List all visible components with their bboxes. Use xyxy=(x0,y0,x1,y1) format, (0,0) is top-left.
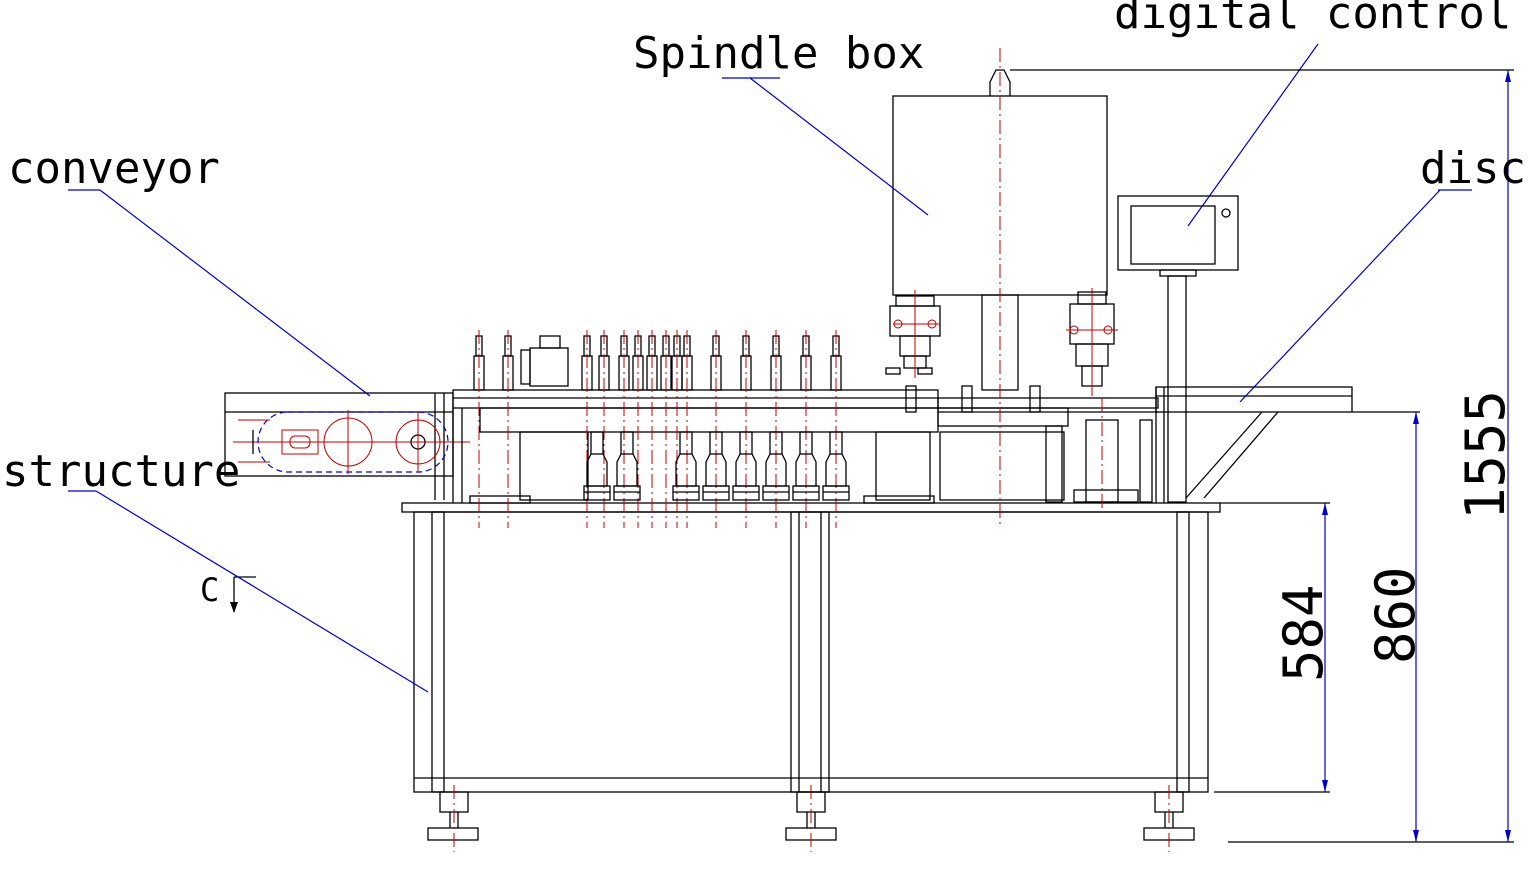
section-mark-label: C xyxy=(200,571,219,609)
spindle-rod xyxy=(502,330,514,528)
bottle-holder xyxy=(792,431,820,501)
spindle-rod xyxy=(740,330,752,528)
spindle-rod xyxy=(618,330,630,528)
spindle-rod xyxy=(632,330,644,528)
capping-head-right xyxy=(1066,288,1139,512)
bottle-holder xyxy=(762,431,790,501)
leader-lines xyxy=(68,43,1472,693)
spindle-rod xyxy=(770,330,782,528)
spindle-box-label: Spindle box xyxy=(633,28,924,79)
spindle-box xyxy=(892,48,1108,528)
dimension-table-height: 584 xyxy=(1272,584,1335,682)
dimension-overall-height: 1555 xyxy=(1454,390,1517,520)
capping-head-left xyxy=(885,290,941,378)
control-screen xyxy=(1117,195,1239,503)
spindle-rod xyxy=(830,330,842,528)
carriage-motor xyxy=(520,335,569,387)
section-mark: C xyxy=(200,571,256,613)
spindle-rod xyxy=(598,330,610,528)
spindle-rod xyxy=(800,330,812,528)
dimension-lines xyxy=(1010,69,1514,843)
column-posts xyxy=(905,385,1153,503)
bottle-holder xyxy=(613,431,641,501)
bottle-holder xyxy=(583,431,611,501)
disc-label: disc xyxy=(1420,143,1526,194)
dimension-disc-height: 860 xyxy=(1364,566,1427,664)
spindle-rod xyxy=(710,330,722,528)
bottle-holder xyxy=(732,431,760,501)
spindle-rod xyxy=(473,330,485,528)
spindle-rod xyxy=(660,330,672,528)
bottle-holder xyxy=(822,431,850,501)
bottle-holder xyxy=(702,431,730,501)
structure-label: structure xyxy=(2,446,240,497)
carriage xyxy=(452,389,1159,504)
structure-frame xyxy=(401,502,1221,852)
conveyor-label: conveyor xyxy=(8,143,220,194)
spindle-rod xyxy=(581,330,593,528)
bottle-holder-row xyxy=(583,431,850,501)
spindle-rod xyxy=(646,330,658,528)
spindle-row xyxy=(473,330,842,528)
bottle-holder xyxy=(672,431,700,501)
spindle-rod xyxy=(681,330,693,528)
conveyor xyxy=(224,392,470,500)
control-screen-label: digital control screen xyxy=(1114,0,1528,39)
